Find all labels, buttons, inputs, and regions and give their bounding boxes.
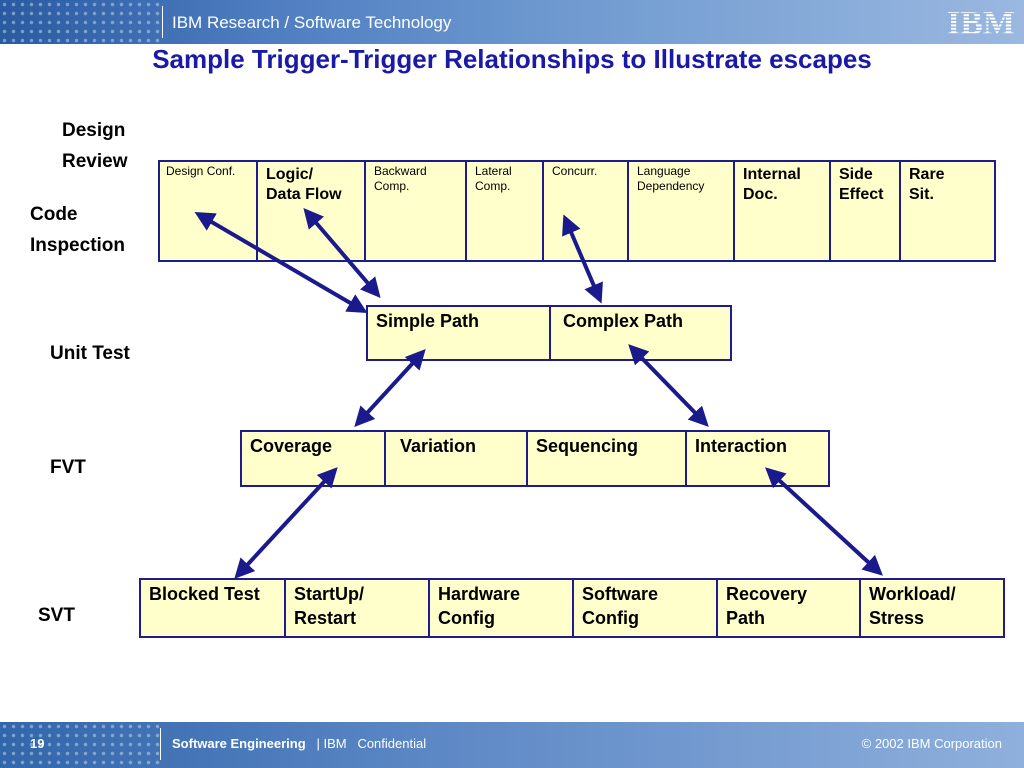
label-design: Design [62,120,126,141]
footer-text: Software Engineering | IBM Confidential [172,736,426,751]
footer-confidential: Confidential [357,736,427,751]
arrow-interaction-workload [765,467,883,576]
cell-logic-line2: Data Flow [266,186,342,203]
header-org: IBM Research / Software Technology [172,13,452,32]
cell-rare-line1: Rare [909,166,945,183]
cell-recovery-line1: Recovery [726,584,808,604]
cell-language-line2: Dependency [637,179,705,193]
label-unit-test: Unit Test [50,343,130,364]
cell-lateral-line2: Comp. [475,179,511,193]
header-bar: IBM Research / Software Technology IBM [0,0,1024,44]
cell-workload-line2: Stress [869,608,925,628]
cell-workload-line1: Workload/ [869,584,956,604]
cell-lateral-line1: Lateral [475,164,512,178]
cell-workload-stress: Workload/Stress [861,580,1003,636]
arrow-concurr-complexpath [562,214,603,304]
cell-side-line1: Side [839,166,873,183]
label-svt: SVT [38,605,75,626]
cell-design-conf-text: Design Conf. [166,164,236,178]
arrow-coverage-blockedtest [234,467,338,579]
label-review: Review [62,151,128,172]
unit-test-trigger-row: Simple Path Complex Path [366,305,732,361]
cell-language-line1: Language [637,164,691,178]
cell-simple-path: Simple Path [368,307,551,359]
ibm-logo-text: IBM [947,5,1015,38]
page-number: 19 [30,736,45,751]
cell-recovery-line2: Path [726,608,766,628]
footer-company: | IBM [316,736,347,751]
footer-section: Software Engineering [172,736,306,751]
header-dot-pattern [0,0,160,44]
cell-interaction: Interaction [695,436,788,456]
cell-blocked-line1: Blocked Test [149,584,260,604]
cell-variation: Variation [386,432,528,485]
footer-dot-pattern [0,722,160,768]
arrow-logic-simplepath [303,207,381,299]
cell-concurr: Concurr. [544,162,629,260]
ibm-logo-icon: IBM [947,5,1015,38]
fvt-trigger-row: Coverage Variation Sequencing Interactio… [240,430,830,487]
cell-software-line2: Config [582,608,639,628]
header-separator [162,6,163,38]
cell-rare-line2: Sit. [909,186,934,203]
cell-backward-line2: Comp. [374,179,410,193]
cell-side-line2: Effect [839,186,884,203]
footer-copyright: © 2002 IBM Corporation [861,736,1002,751]
cell-complex-path: Complex Path [563,311,684,331]
arrow-simplepath-coverage [354,349,426,427]
cell-startup-line1: StartUp/ [294,584,365,604]
cell-design-conf: Design Conf. [160,162,258,260]
footer-separator [160,728,161,760]
label-code: Code [30,204,78,225]
page-title: Sample Trigger-Trigger Relationships to … [152,44,872,74]
cell-internal-line1: Internal [743,166,801,183]
cell-startup-restart: StartUp/Restart [286,580,430,636]
cell-concurr-line1: Concurr. [552,164,598,178]
cell-hardware-line2: Config [438,608,495,628]
cell-coverage: Coverage [242,432,386,485]
footer-bar: 19 Software Engineering | IBM Confidenti… [0,722,1024,768]
cell-sequencing: Sequencing [528,432,687,485]
arrow-designconf-simplepath [194,211,368,314]
cell-hardware-line1: Hardware [438,584,521,604]
label-fvt: FVT [50,457,86,478]
cell-backward-line1: Backward [374,164,427,178]
cell-startup-line2: Restart [294,608,357,628]
cell-logic-line1: Logic/ [266,166,314,183]
cell-software-line1: Software [582,584,659,604]
arrow-complexpath-interaction [628,344,709,427]
label-inspection: Inspection [30,235,126,256]
cell-internal-line2: Doc. [743,186,778,203]
cell-blocked-test: Blocked Test [141,580,286,636]
